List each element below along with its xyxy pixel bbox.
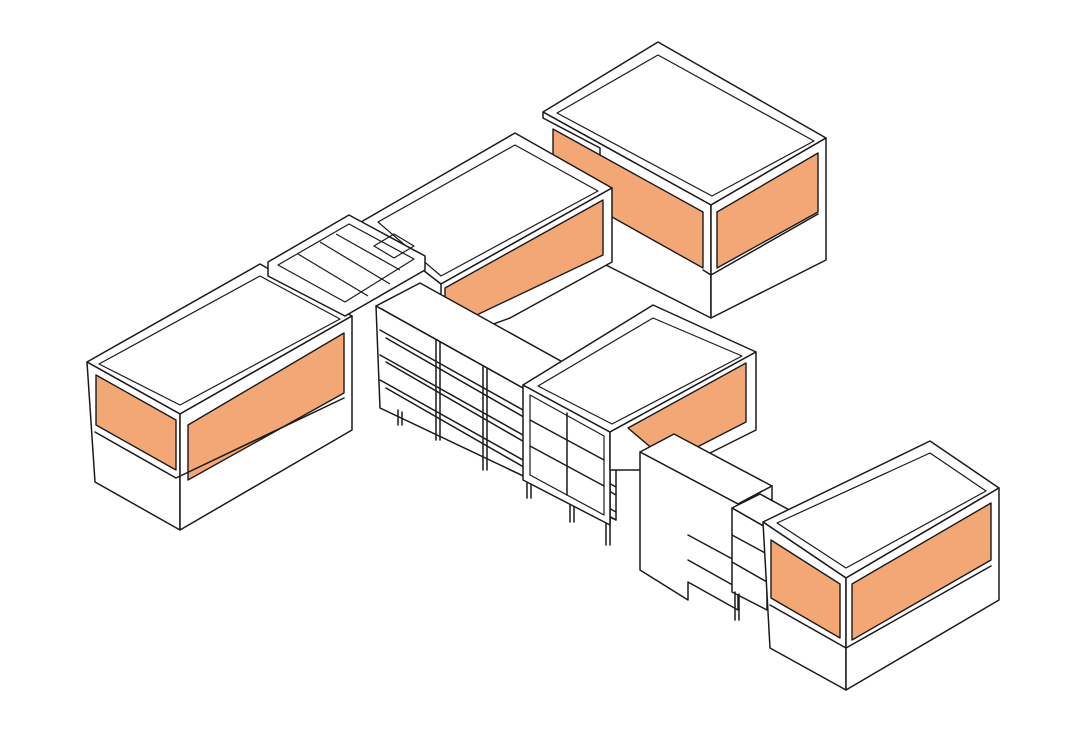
roof-terrace-beams-3 [335, 233, 401, 271]
block-bottom-right-panel-right [851, 502, 992, 641]
link-floor [731, 561, 768, 583]
roof-terrace-outer [267, 214, 426, 317]
block-left [86, 263, 353, 531]
roof-terrace-beams [297, 253, 369, 297]
link-floor [731, 534, 768, 555]
block-top-right [542, 41, 827, 319]
roof-terrace-hatch [373, 233, 415, 259]
block-top-right-base-line [702, 213, 819, 276]
block-middle-right [522, 304, 757, 471]
block-bottom-right [762, 440, 1000, 691]
block-middle-right-roof-parapet [537, 317, 743, 425]
roof-terrace-inner [277, 223, 415, 303]
block-left-roof-parapet [98, 275, 341, 406]
stair-tower-slab [687, 559, 739, 589]
block-left-panel-left [95, 374, 177, 471]
block-bottom-right-base-line [769, 565, 992, 649]
stair-tower-slab [687, 534, 739, 563]
stair-tower [639, 433, 773, 611]
block-bottom-right-panel-left [770, 539, 841, 639]
block-top-right-roof-parapet [556, 54, 815, 197]
block-bottom-right-roof-parapet [776, 452, 987, 569]
link-front [731, 507, 768, 611]
connector-front-inner [529, 394, 605, 516]
block-left-panel-right [187, 332, 345, 481]
block-left-base-line [94, 397, 345, 479]
roof-terrace-beams-2 [319, 241, 391, 285]
central-connector [522, 384, 611, 526]
roof-terrace-frame [267, 214, 426, 317]
block-top-right-panel-right [716, 152, 819, 269]
